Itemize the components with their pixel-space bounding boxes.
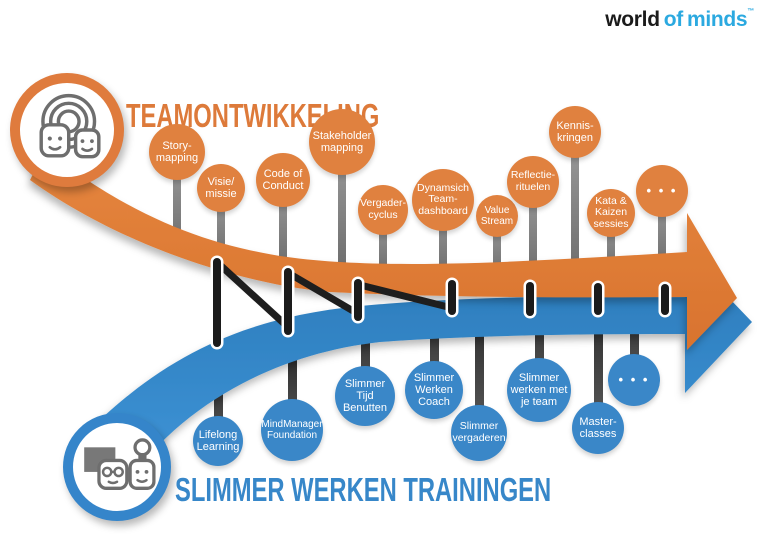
lightbulb-icon [133,438,152,457]
team-topic-bubble: Value Stream [476,195,518,237]
training-topic-bubble: Slimmer Werken Coach [405,361,463,419]
training-topic-bubble-more: • • • [608,354,660,406]
team-topic-bubble: Code of Conduct [256,153,310,207]
team-topic-bubble-more: • • • [636,165,688,217]
team-faces-icon [39,93,101,159]
stitch-laces [216,261,453,332]
training-topic-bubble: Slimmer Tijd Benutten [335,366,395,426]
training-topic-bubble: Lifelong Learning [193,416,243,466]
logo-trademark: ™ [747,8,754,15]
trainings-badge [63,413,171,521]
team-topic-bubble: Reflectie- rituelen [507,156,559,208]
team-arrow-band [30,150,737,350]
logo-word-of: of [663,8,684,31]
team-topic-bubble: Vergader- cyclus [358,185,408,235]
stitch-pins [210,255,672,350]
logo-word-world: world [605,8,660,31]
trainings-arrow-band [100,252,752,468]
team-topic-bubble: Dynamsich Team- dashboard [412,169,474,231]
training-faces-icon [84,438,156,490]
team-topic-bubble: Visie/ missie [197,164,245,212]
stitch-lace [216,261,293,332]
training-topic-bubble: MindManager Foundation [261,399,323,461]
team-topic-bubble: Story- mapping [149,124,205,180]
topic-stick [594,312,603,430]
team-topic-bubble: Kata & Kaizen sessies [587,189,635,237]
team-topic-bubble: Stakeholder mapping [309,109,375,175]
training-topic-bubble: Master- classes [572,402,624,454]
stitch-lace [359,281,453,312]
team-badge [10,73,124,187]
training-topic-bubble: Slimmer vergaderen [451,405,507,461]
team-topic-bubble: Kennis- kringen [549,106,601,158]
topic-stick [571,132,579,272]
stitch-lace [288,270,362,319]
trainings-track-title: SLIMMER WERKEN TRAININGEN [175,471,552,508]
logo-word-minds: minds [686,8,748,31]
training-topic-bubble: Slimmer werken met je team [507,358,571,422]
